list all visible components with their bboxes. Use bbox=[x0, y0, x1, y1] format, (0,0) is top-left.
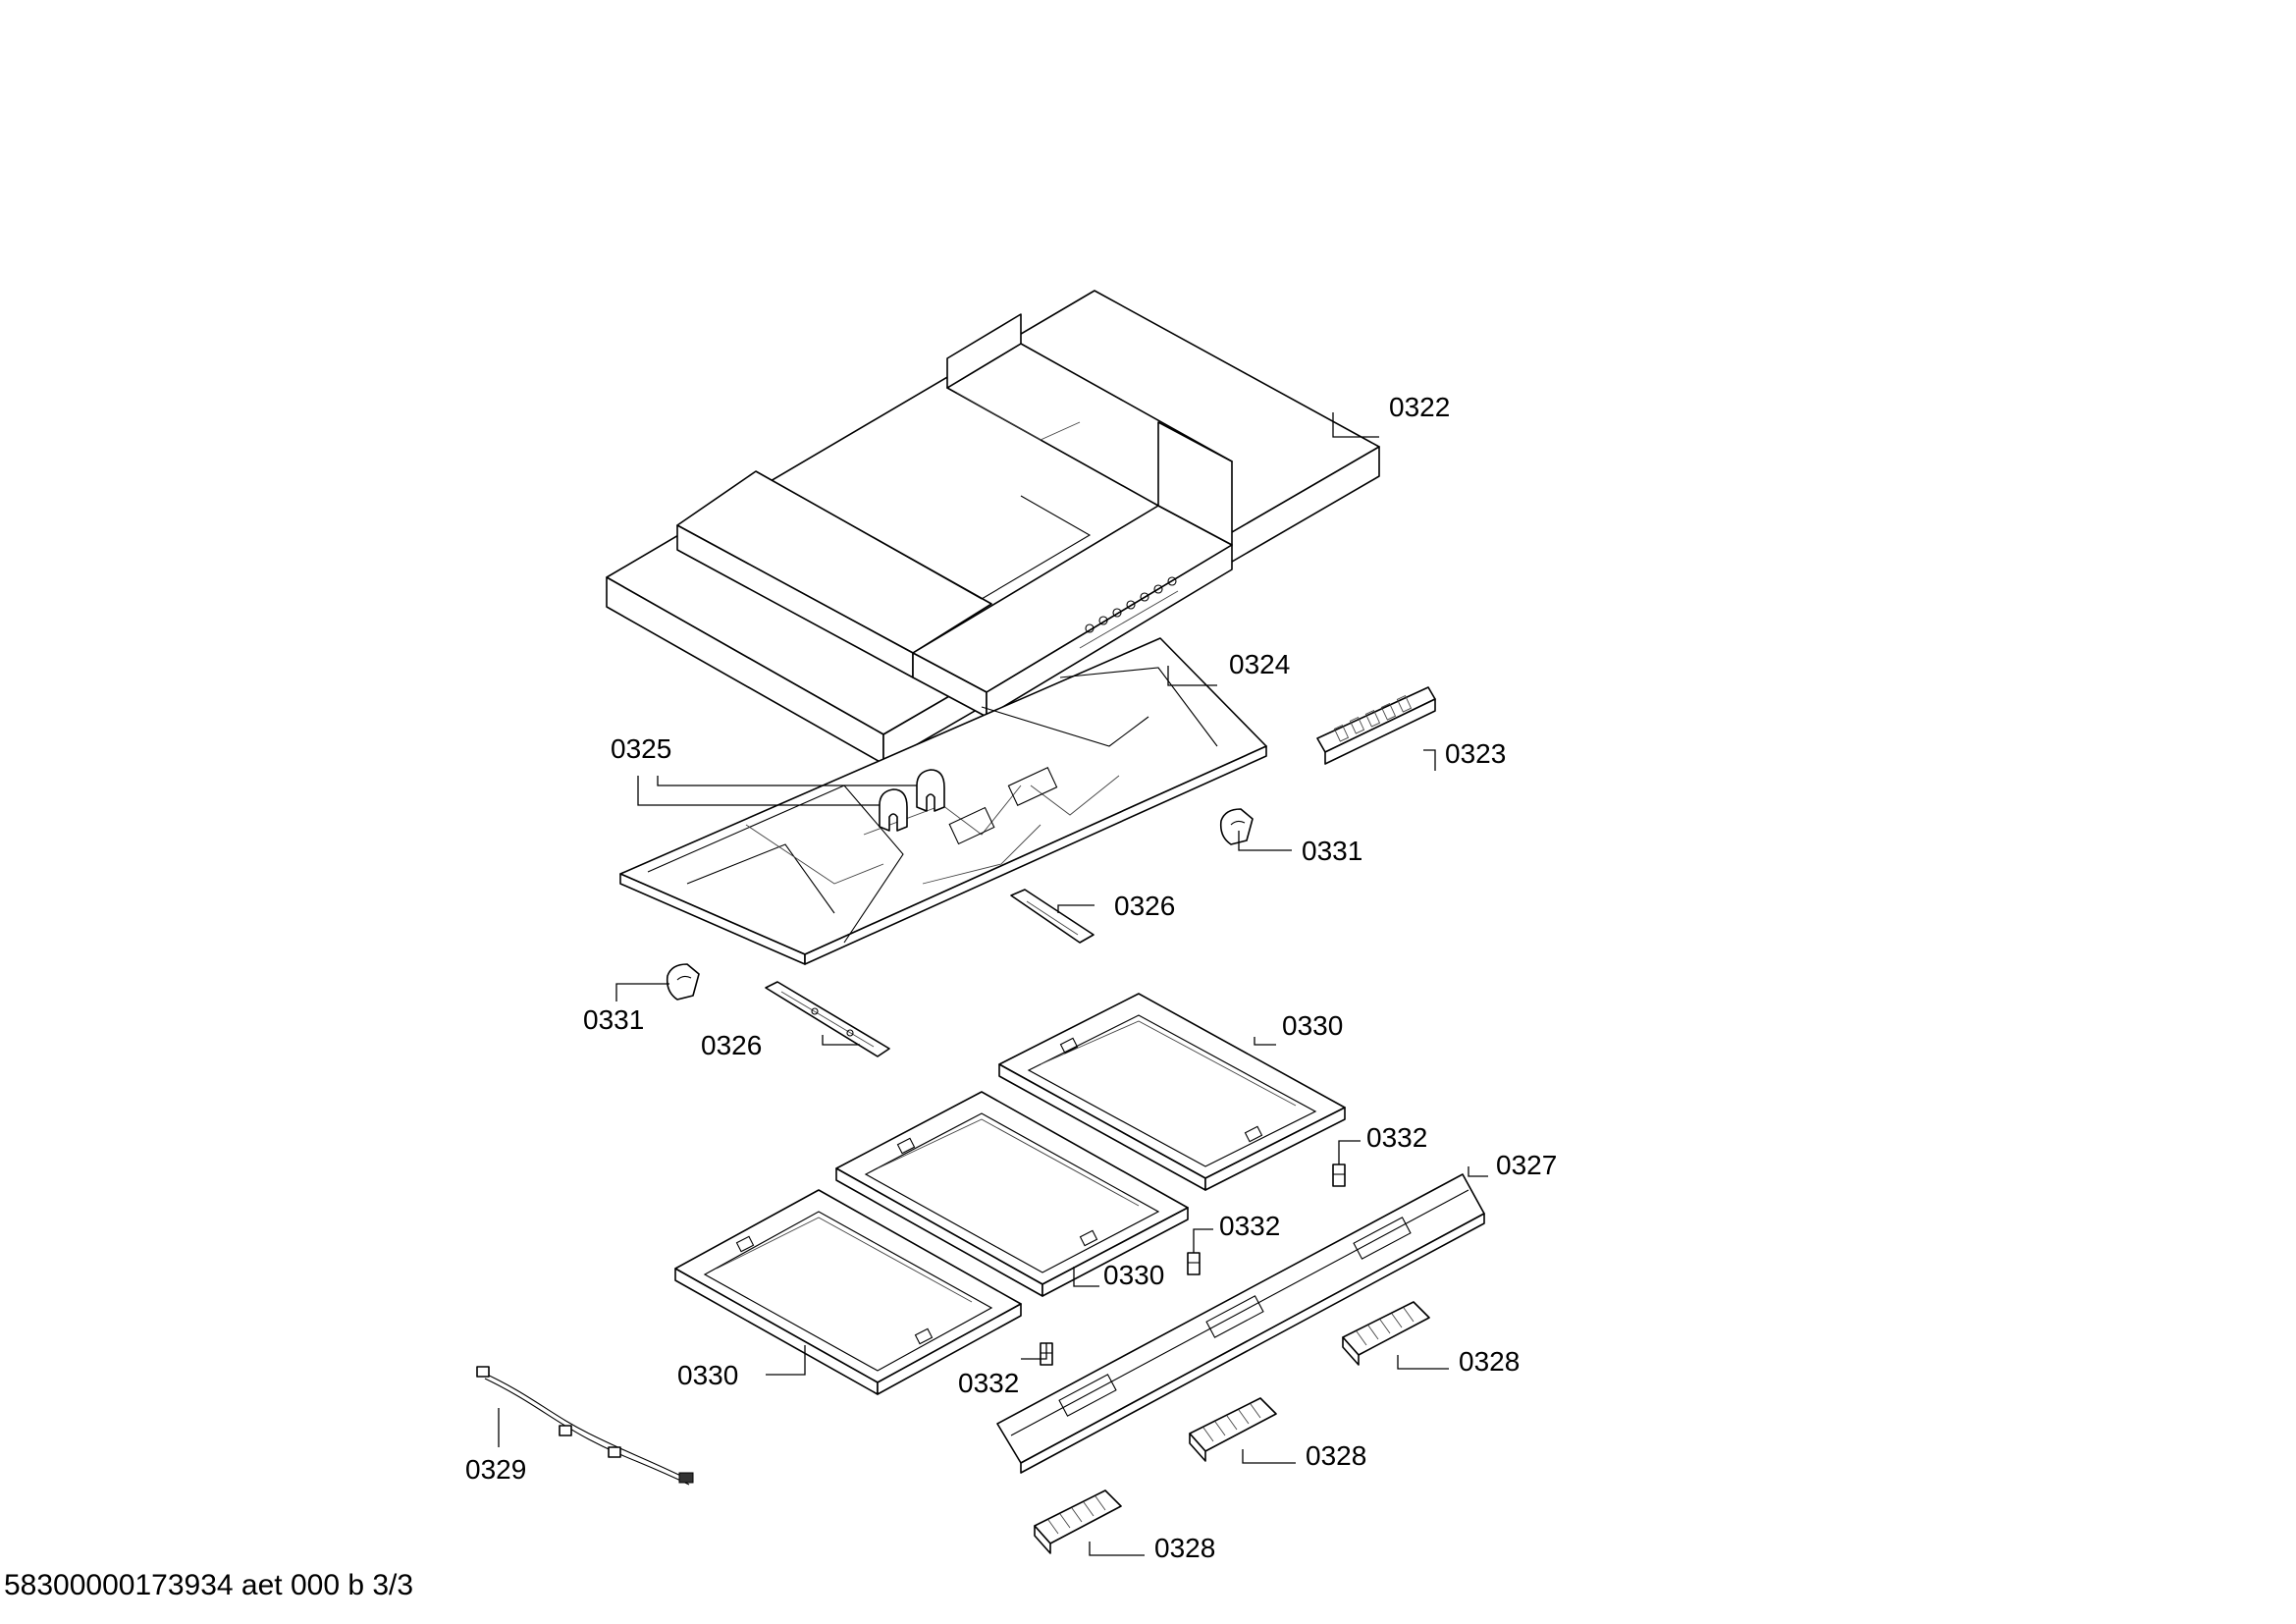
leader-0324 bbox=[1167, 666, 1217, 686]
label-0325: 0325 bbox=[611, 733, 671, 764]
leader-lines bbox=[498, 412, 1488, 1556]
leader-0328c bbox=[1089, 1542, 1145, 1556]
label-0324: 0324 bbox=[1229, 649, 1290, 679]
label-0328-a: 0328 bbox=[1459, 1346, 1520, 1377]
part-0330-filter-front bbox=[674, 1189, 1022, 1395]
part-0329-cable-harness bbox=[476, 1366, 694, 1486]
part-0328-lamp-holder-c bbox=[1034, 1489, 1122, 1554]
part-0322-hood-canopy bbox=[606, 290, 1380, 765]
leader-0328b bbox=[1242, 1449, 1296, 1464]
label-0331-right: 0331 bbox=[1302, 836, 1362, 866]
leader-0330a bbox=[1254, 1037, 1276, 1046]
leader-0323 bbox=[1423, 749, 1436, 771]
leader-0326b bbox=[822, 1035, 860, 1046]
label-0326-upper: 0326 bbox=[1114, 891, 1175, 921]
part-0326-rail-lower bbox=[765, 981, 890, 1057]
label-0331-left: 0331 bbox=[583, 1004, 644, 1035]
document-footer-id: 58300000173934 aet 000 b 3/3 bbox=[4, 1569, 414, 1601]
part-0332-latch-a bbox=[1332, 1164, 1346, 1187]
label-0330-back: 0330 bbox=[1282, 1010, 1343, 1041]
label-0323: 0323 bbox=[1445, 738, 1506, 769]
label-0332-c: 0332 bbox=[958, 1368, 1019, 1398]
label-0328-c: 0328 bbox=[1154, 1533, 1215, 1563]
label-0332-a: 0332 bbox=[1366, 1122, 1427, 1153]
part-0328-lamp-holder-a bbox=[1342, 1301, 1430, 1366]
label-0326-lower: 0326 bbox=[701, 1030, 762, 1060]
leader-0325a bbox=[657, 776, 917, 786]
part-0330-filter-back bbox=[998, 993, 1346, 1191]
part-0330-filter-middle bbox=[835, 1091, 1189, 1297]
leader-0332b bbox=[1193, 1228, 1213, 1253]
part-0331-cap-left bbox=[666, 963, 700, 1001]
part-0331-cap-right bbox=[1219, 808, 1254, 845]
control-buttons-row bbox=[1085, 576, 1177, 633]
leader-0330b bbox=[1073, 1267, 1099, 1287]
leader-0325b bbox=[637, 776, 880, 806]
part-0325-clip bbox=[879, 769, 945, 832]
label-0332-b: 0332 bbox=[1219, 1211, 1280, 1241]
leader-0330c bbox=[766, 1345, 806, 1376]
part-0332-latch-b bbox=[1187, 1252, 1201, 1275]
part-0323-switch-module bbox=[1316, 686, 1436, 765]
leader-0322 bbox=[1332, 412, 1379, 438]
label-0322: 0322 bbox=[1389, 392, 1450, 422]
part-0327-frame-strip bbox=[996, 1173, 1485, 1474]
label-0330-front: 0330 bbox=[677, 1360, 738, 1390]
label-0329: 0329 bbox=[465, 1454, 526, 1485]
label-0328-b: 0328 bbox=[1306, 1440, 1366, 1471]
part-labels: 0322 0323 0324 0325 0326 0326 0327 0328 … bbox=[465, 392, 1557, 1563]
part-0326-rail-upper bbox=[1010, 889, 1095, 944]
leader-0332c bbox=[1021, 1343, 1047, 1360]
leader-0328a bbox=[1397, 1355, 1449, 1370]
leader-0332a bbox=[1338, 1140, 1361, 1164]
leader-0327 bbox=[1468, 1166, 1488, 1177]
label-0330-middle: 0330 bbox=[1103, 1260, 1164, 1290]
leader-0331a bbox=[1238, 831, 1292, 851]
label-0327: 0327 bbox=[1496, 1150, 1557, 1180]
part-0328-lamp-holder-b bbox=[1189, 1397, 1277, 1462]
leader-0331b bbox=[615, 983, 669, 1001]
leader-0326a bbox=[1057, 904, 1095, 913]
